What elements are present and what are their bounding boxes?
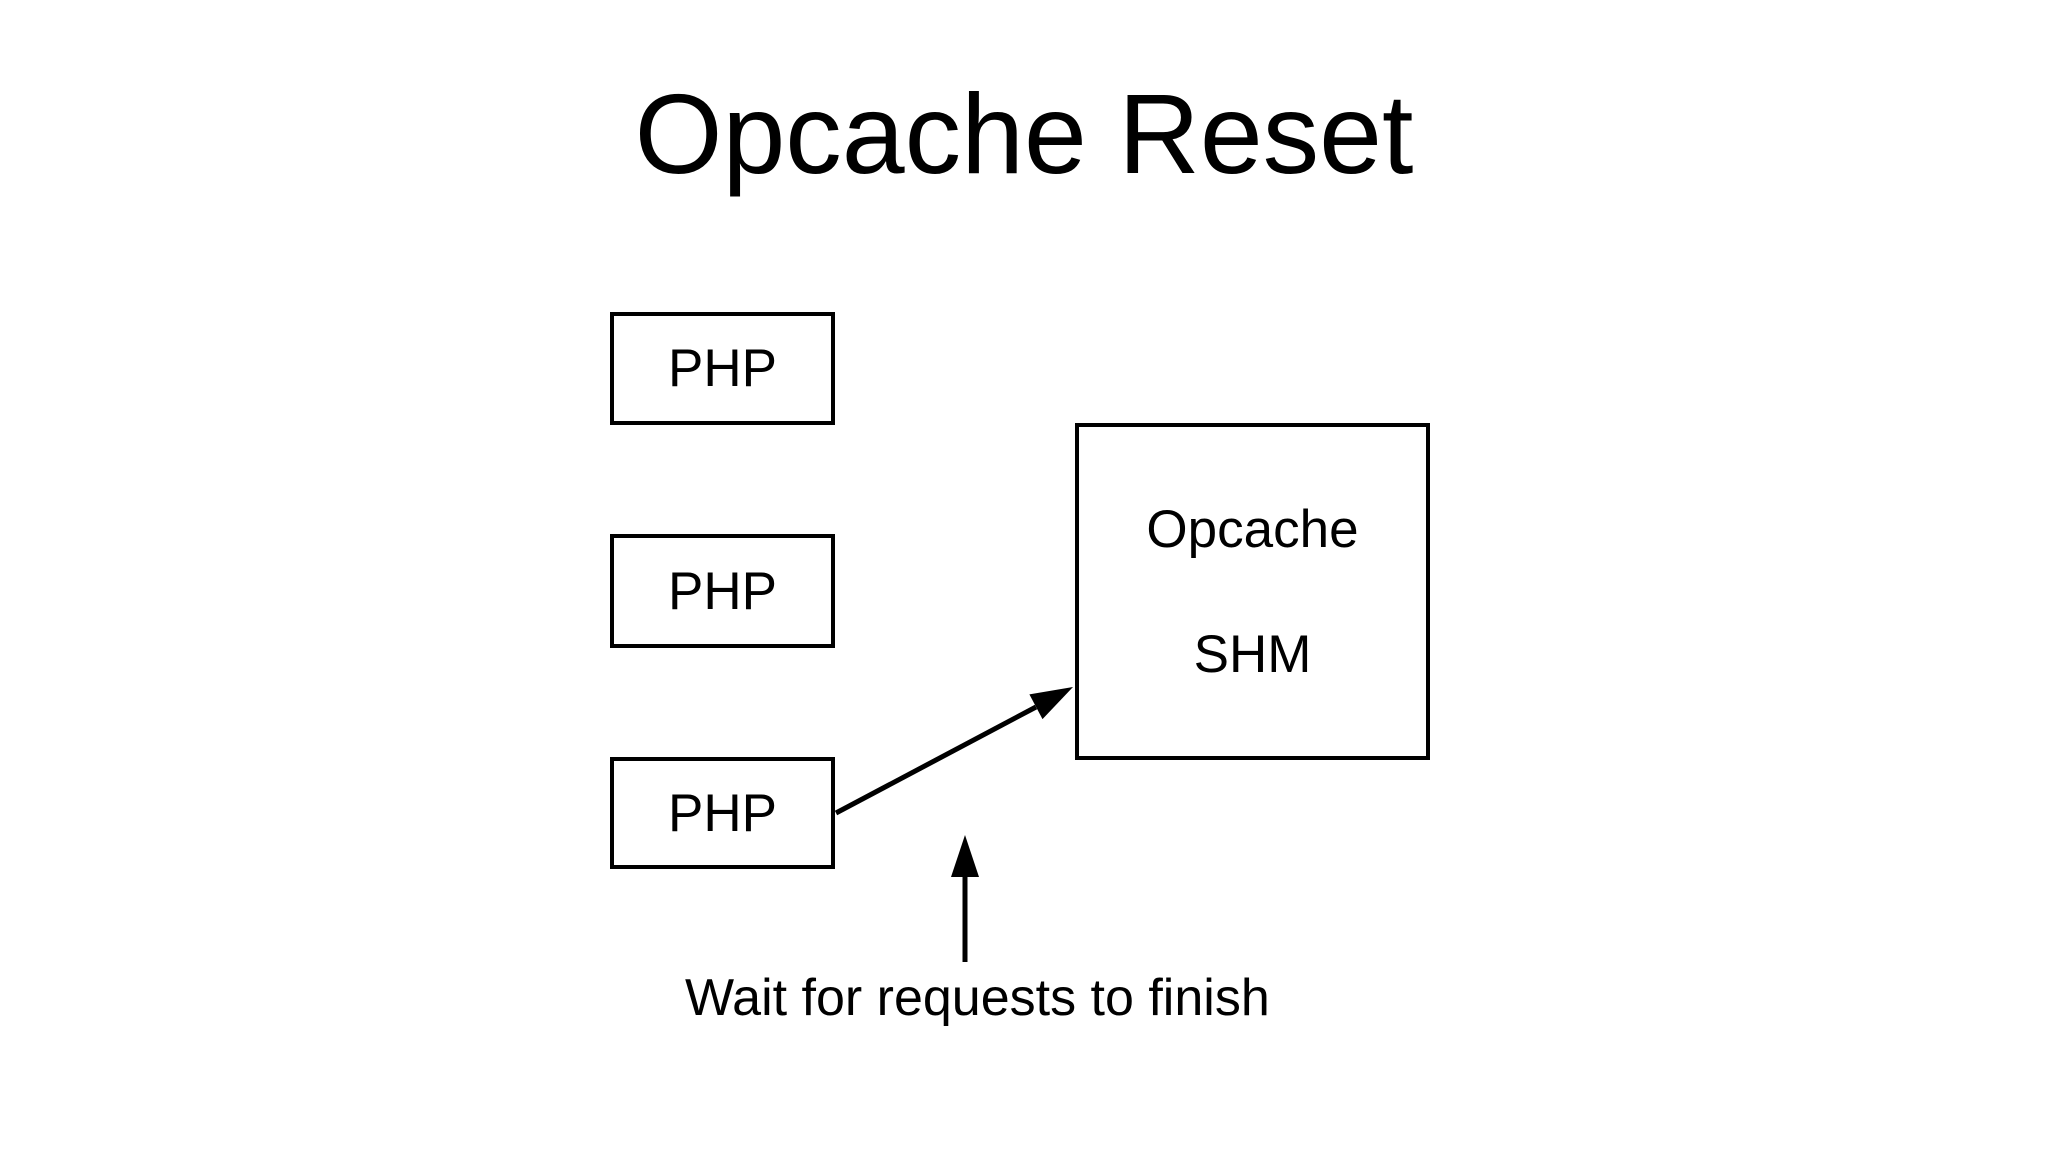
- php-box-3: PHP: [610, 757, 835, 869]
- wait-caption: Wait for requests to finish: [685, 969, 1270, 1027]
- php-box-3-label: PHP: [668, 783, 777, 843]
- php-box-2: PHP: [610, 534, 835, 648]
- php-box-2-label: PHP: [668, 561, 777, 621]
- opcache-shm-box: Opcache SHM: [1075, 423, 1430, 760]
- opcache-shm-box-line-1: Opcache: [1146, 499, 1359, 559]
- php-box-1: PHP: [610, 312, 835, 425]
- arrowhead-icon: [1029, 687, 1073, 720]
- page-title: Opcache Reset: [634, 71, 1414, 197]
- php-to-opcache-arrow: [834, 687, 1073, 816]
- wait-annotation-arrow: [951, 835, 979, 962]
- opcache-shm-box-line-2: SHM: [1193, 624, 1312, 684]
- arrowhead-icon: [951, 835, 979, 877]
- php-box-1-label: PHP: [668, 339, 777, 398]
